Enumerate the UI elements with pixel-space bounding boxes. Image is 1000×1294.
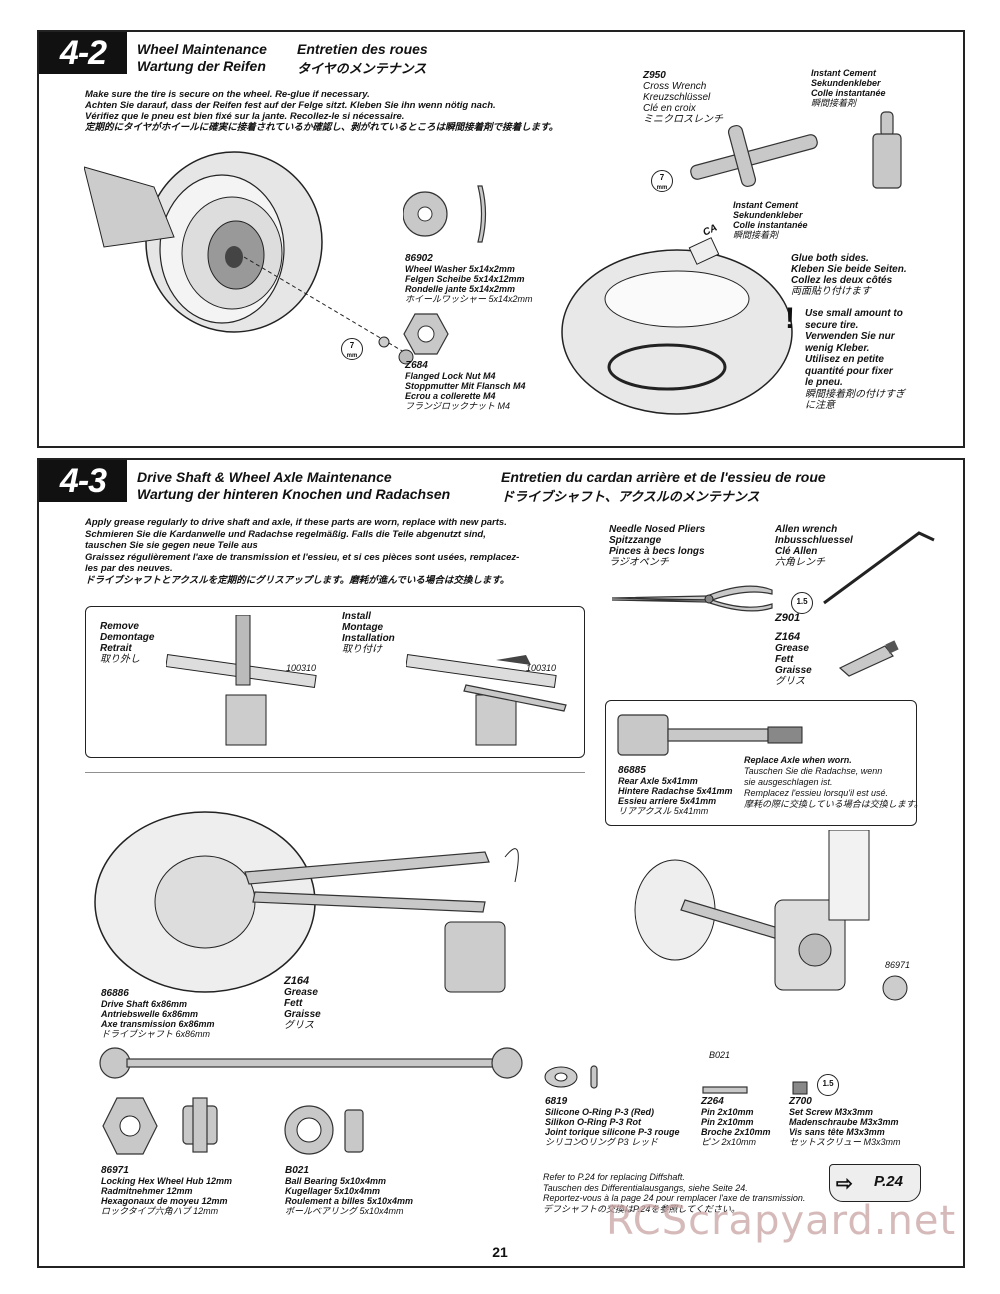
glue-both-sides-note: Glue both sides. Kleben Sie beide Seiten… bbox=[791, 253, 907, 297]
pin-icon bbox=[702, 1086, 748, 1094]
axle-inset: 86885 Rear Axle 5x41mm Hintere Radachse … bbox=[605, 700, 923, 826]
refer-note: Refer to P.24 for replacing Diffshaft. T… bbox=[543, 1172, 806, 1214]
o-ring-label: 6819 Silicone O-Ring P-3 (Red) Silikon O… bbox=[545, 1096, 680, 1148]
title-de: Wartung der Reifen bbox=[137, 58, 266, 74]
pin-label: Z264 Pin 2x10mm Pin 2x10mm Broche 2x10mm… bbox=[701, 1096, 771, 1148]
grease-label: Z164 Grease Fett Graisse グリス bbox=[284, 975, 321, 1032]
install-illustration bbox=[406, 654, 567, 746]
instruction-line: Make sure the tire is secure on the whee… bbox=[85, 89, 370, 100]
grease-tube-icon bbox=[838, 640, 899, 677]
drive-shaft-illustration bbox=[85, 772, 585, 993]
part-100310-label: 100310 bbox=[286, 663, 317, 673]
wheel-illustration bbox=[84, 151, 414, 365]
instruction-line: 定期的にタイヤがホイールに確実に接着されているか確認し、剥がれているところは瞬間… bbox=[85, 122, 559, 133]
drive-shaft-part-icon bbox=[99, 1047, 523, 1079]
allen-wrench-label: Allen wrench Inbusschluessel Clé Allen 六… bbox=[775, 524, 853, 568]
section-4-3: 4-3 Drive Shaft & Wheel Axle Maintenance… bbox=[37, 458, 965, 1268]
instruction-line: Apply grease regularly to drive shaft an… bbox=[85, 517, 507, 528]
section-badge: 4-3 bbox=[39, 460, 127, 502]
title-jp: タイヤのメンテナンス bbox=[297, 61, 427, 76]
instruction-line: Graissez régulièrement l'axe de transmis… bbox=[85, 551, 520, 563]
tire-glue-illustration bbox=[561, 237, 793, 415]
cement-bottle-icon bbox=[872, 111, 902, 189]
section-4-2: 4-2 Wheel Maintenance Entretien des roue… bbox=[37, 30, 965, 448]
instruction-line: tauschen Sie sie gegen neue Teile aus bbox=[85, 540, 258, 551]
part-100310-label: 100310 bbox=[526, 663, 557, 673]
axle-assembly-illustration bbox=[634, 830, 908, 1001]
replace-axle-note: Replace Axle when worn. Tauschen Sie die… bbox=[744, 755, 923, 809]
callout-86971: 86971 bbox=[885, 960, 911, 970]
page-number: 21 bbox=[492, 1244, 508, 1260]
section-badge: 4-2 bbox=[39, 32, 127, 74]
remove-install-inset: Remove Demontage Retrait 取り外し 100310 Ins… bbox=[85, 606, 585, 758]
instruction-line: les par des neuves. bbox=[85, 563, 173, 574]
size-1-5mm-badge: 1.5 bbox=[791, 592, 813, 614]
allen-code: Z901 bbox=[775, 612, 801, 624]
bearing-label: B021 Ball Bearing 5x10x4mm Kugellager 5x… bbox=[285, 1165, 414, 1217]
allen-wrench-icon bbox=[823, 531, 935, 605]
arrow-right-icon: ⇨ bbox=[836, 1173, 853, 1195]
nut-label: Z684 Flanged Lock Nut M4 Stoppmutter Mit… bbox=[405, 360, 526, 412]
cross-wrench-icon bbox=[690, 124, 818, 188]
callout-b021: B021 bbox=[709, 1050, 731, 1060]
title-jp: ドライブシャフト、アクスルのメンテナンス bbox=[501, 489, 760, 504]
instructions: Apply grease regularly to drive shaft an… bbox=[85, 517, 519, 586]
instant-cement-label: Instant Cement Sekundenkleber Colle inst… bbox=[811, 68, 886, 108]
title-en: Wheel Maintenance bbox=[137, 41, 267, 57]
title-en: Drive Shaft & Wheel Axle Maintenance bbox=[137, 469, 392, 485]
instructions: Make sure the tire is secure on the whee… bbox=[85, 89, 558, 133]
pliers-icon bbox=[611, 585, 773, 612]
hex-hub-icon bbox=[102, 1097, 218, 1155]
o-ring-icon bbox=[544, 1065, 598, 1089]
set-screw-label: Z700 Set Screw M3x3mm Madenschraube M3x3… bbox=[789, 1096, 901, 1148]
drive-shaft-label: 86886 Drive Shaft 6x86mm Antriebswelle 6… bbox=[101, 988, 215, 1040]
title-de: Wartung der hinteren Knochen und Radachs… bbox=[137, 486, 451, 502]
page-ref-book-icon[interactable]: ⇨ P.24 bbox=[829, 1164, 921, 1202]
instruction-line: Vérifiez que le pneu est bien fixé sur l… bbox=[85, 111, 405, 122]
remove-illustration bbox=[166, 615, 317, 746]
cross-wrench-label: Z950 Cross Wrench Kreuzschlüssel Clé en … bbox=[643, 70, 723, 125]
title-fr: Entretien des roues bbox=[297, 41, 428, 57]
ball-bearing-icon bbox=[284, 1105, 364, 1155]
install-label: Install Montage Installation 取り付け bbox=[342, 611, 395, 655]
washer-label: 86902 Wheel Washer 5x14x2mm Felgen Schei… bbox=[405, 253, 533, 305]
lock-nut-icon bbox=[403, 313, 449, 355]
rear-axle-label: 86885 Rear Axle 5x41mm Hintere Radachse … bbox=[618, 765, 733, 817]
instant-cement-label: Instant Cement Sekundenkleber Colle inst… bbox=[733, 200, 808, 240]
size-1-5mm-badge: 1.5 bbox=[817, 1074, 839, 1096]
set-screw-icon bbox=[792, 1081, 808, 1095]
grease-label: Z164 Grease Fett Graisse グリス bbox=[775, 631, 812, 688]
page-ref-label: P.24 bbox=[874, 1173, 903, 1190]
washer-icon bbox=[403, 185, 487, 243]
title-fr: Entretien du cardan arrière et de l'essi… bbox=[501, 469, 826, 485]
remove-label: Remove Demontage Retrait 取り外し bbox=[100, 621, 155, 665]
warning-note: Use small amount to secure tire. Verwend… bbox=[805, 308, 905, 411]
watermark: RCScrapyard.net bbox=[606, 1198, 957, 1244]
pliers-label: Needle Nosed Pliers Spitzzange Pinces à … bbox=[609, 524, 706, 568]
instruction-line: Achten Sie darauf, dass der Reifen fest … bbox=[85, 100, 496, 111]
rear-axle-icon bbox=[617, 714, 803, 756]
instruction-line: ドライブシャフトとアクスルを定期的にグリスアップします。磨耗が進んでいる場合は交… bbox=[85, 574, 510, 586]
instruction-line: Schmieren Sie die Kardanwelle und Radach… bbox=[85, 528, 486, 540]
hex-hub-label: 86971 Locking Hex Wheel Hub 12mm Radmitn… bbox=[101, 1165, 233, 1217]
exclamation-icon: ! bbox=[785, 302, 795, 335]
